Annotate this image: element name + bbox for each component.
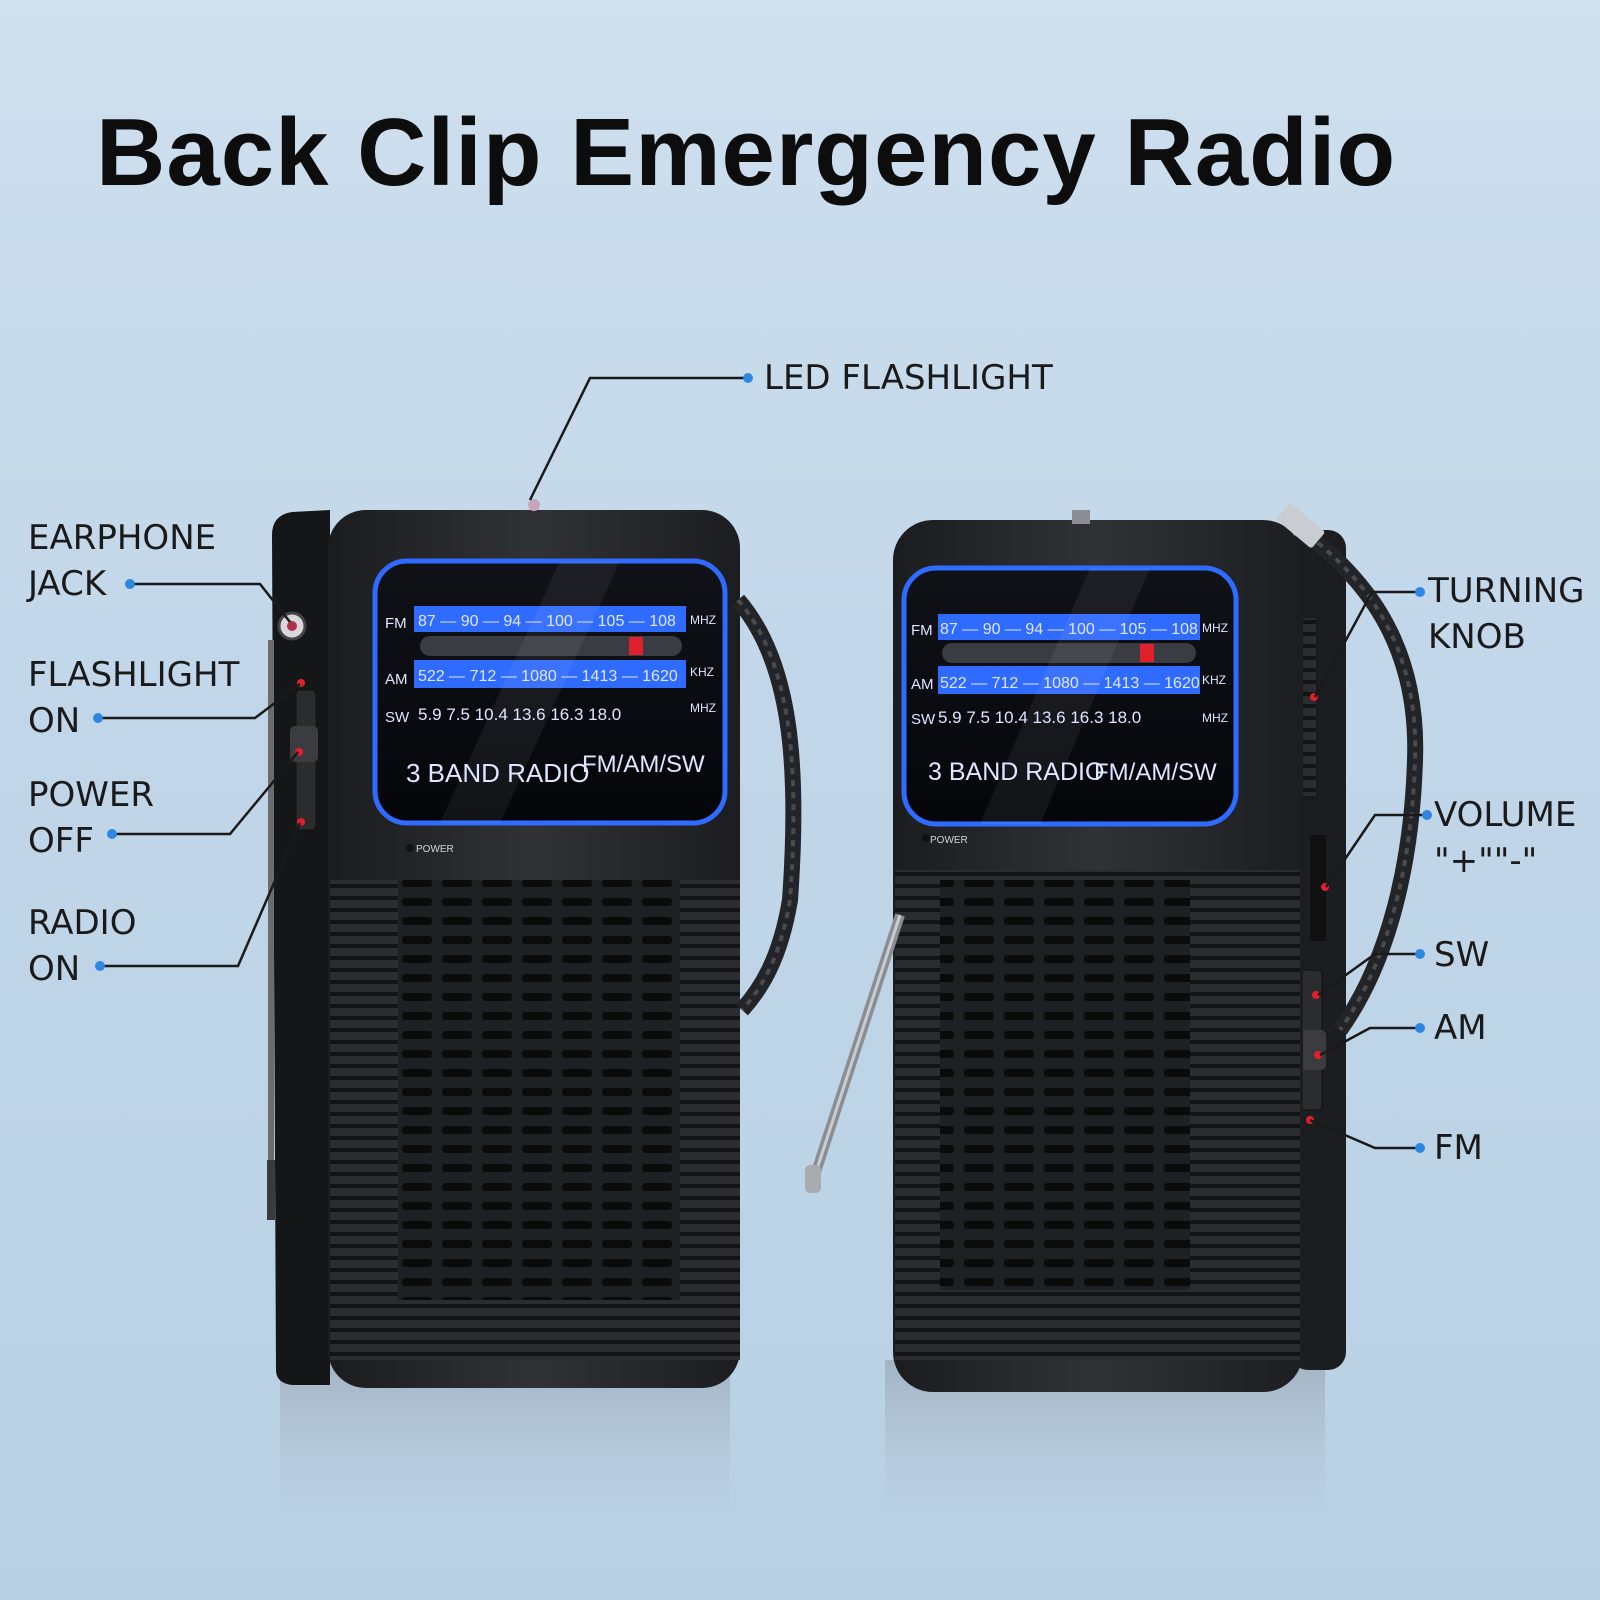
left-strap <box>731 594 802 1016</box>
left-power-label: POWER <box>416 844 454 855</box>
callout-fm: FM <box>1434 1125 1483 1171</box>
right-model-text: 3 BAND RADIO <box>928 758 1104 786</box>
page-title: Back Clip Emergency Radio <box>96 99 1397 206</box>
callout-power-off-line2: OFF <box>28 821 94 861</box>
left-am-scale: 522 — 712 — 1080 — 1413 — 1620 <box>418 668 678 685</box>
callout-radio-on-line2: ON <box>28 949 81 989</box>
right-tuning-needle <box>1140 644 1154 662</box>
callout-am-line1: AM <box>1434 1008 1487 1048</box>
left-sw-label: SW <box>385 709 410 726</box>
callout-sw: SW <box>1434 932 1489 978</box>
left-model-text: 3 BAND RADIO <box>406 758 590 788</box>
callout-flashlight-on-line2: ON <box>28 701 81 741</box>
right-sw-label: SW <box>911 711 936 728</box>
callout-turning-knob-line1: TURNING <box>1428 571 1585 611</box>
callout-am: AM <box>1434 1005 1487 1051</box>
reflection-left <box>280 1360 730 1560</box>
callout-flashlight-on-line1: FLASHLIGHT <box>28 655 240 695</box>
right-sw-unit: MHZ <box>1202 711 1228 725</box>
left-fm-unit: MHZ <box>690 613 716 627</box>
left-am-unit: KHZ <box>690 665 714 679</box>
right-am-scale: 522 — 712 — 1080 — 1413 — 1620 <box>940 675 1200 692</box>
callout-earphone-jack-line1: EARPHONE <box>28 518 217 558</box>
right-power-label: POWER <box>930 835 968 846</box>
callout-flashlight-on: FLASHLIGHT ON <box>28 652 239 744</box>
reflection-right <box>885 1360 1325 1560</box>
callout-radio-on-line1: RADIO <box>28 903 137 943</box>
left-tuning-needle <box>629 637 643 655</box>
callout-turning-knob-line2: KNOB <box>1428 617 1526 657</box>
callout-led-flashlight: LED FLASHLIGHT <box>764 355 1053 401</box>
callout-volume-line2: "+""-" <box>1434 841 1538 881</box>
right-bands-text: FM/AM/SW <box>1094 759 1217 786</box>
volume-wheel <box>1310 835 1326 941</box>
right-sw-scale: 5.9 7.5 10.4 13.6 16.3 18.0 <box>938 708 1141 727</box>
callout-led-flashlight-line1: LED FLASHLIGHT <box>764 358 1053 398</box>
left-bands-text: FM/AM/SW <box>582 751 705 778</box>
right-am-label: AM <box>911 676 934 693</box>
callout-volume: VOLUME "+""-" <box>1434 792 1576 884</box>
callout-volume-line1: VOLUME <box>1434 795 1577 835</box>
right-fm-unit: MHZ <box>1202 621 1228 635</box>
left-speaker-grill <box>398 880 680 1300</box>
right-fm-label: FM <box>911 622 933 639</box>
callout-turning-knob: TURNING KNOB <box>1428 568 1585 660</box>
callout-earphone-jack-line2: JACK <box>28 564 107 604</box>
left-fm-label: FM <box>385 615 407 632</box>
left-sw-unit: MHZ <box>690 701 716 715</box>
callout-sw-line1: SW <box>1434 935 1490 975</box>
callout-radio-on: RADIO ON <box>28 900 136 992</box>
left-fm-scale: 87 — 90 — 94 — 100 — 105 — 108 <box>418 613 676 630</box>
callout-fm-line1: FM <box>1434 1128 1483 1168</box>
led-flashlight <box>528 499 540 511</box>
callout-earphone-jack: EARPHONE JACK <box>28 515 216 607</box>
right-fm-scale: 87 — 90 — 94 — 100 — 105 — 108 <box>940 621 1198 638</box>
left-radio-side <box>272 510 330 1385</box>
callout-power-off-line1: POWER <box>28 775 154 815</box>
right-speaker-grill <box>940 880 1190 1290</box>
right-am-unit: KHZ <box>1202 673 1226 687</box>
left-am-label: AM <box>385 671 408 688</box>
left-sw-scale: 5.9 7.5 10.4 13.6 16.3 18.0 <box>418 705 621 724</box>
callout-power-off: POWER OFF <box>28 772 154 864</box>
